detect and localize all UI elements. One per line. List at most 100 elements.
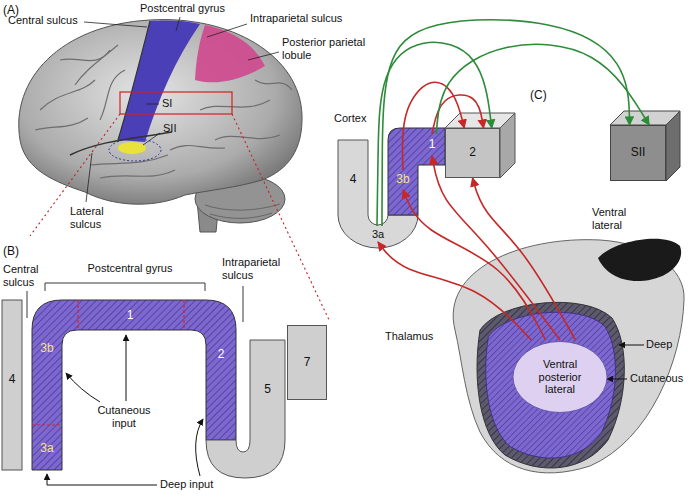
panel-letter: (B) — [3, 244, 19, 258]
annotation-label: SII — [163, 122, 176, 135]
nucleus-ellipse-outline — [513, 341, 607, 412]
cutaneous-region — [486, 312, 616, 458]
area-number: 3a — [372, 228, 384, 241]
section-box — [120, 92, 232, 114]
leader-line — [243, 286, 244, 322]
zoom-lines — [30, 114, 330, 322]
box-side-face — [500, 113, 515, 178]
panel-a-brain — [19, 17, 330, 322]
area-number: 4 — [350, 173, 357, 187]
leader-line — [207, 24, 247, 37]
zoom-line — [232, 114, 330, 322]
leader-line — [84, 22, 147, 27]
area-border — [77, 300, 78, 330]
lateral-sulcus-line — [70, 132, 172, 155]
layer-arrow — [619, 345, 644, 346]
input-arrow — [66, 373, 100, 402]
leader-line — [143, 133, 160, 145]
cortical-area: 2 — [445, 128, 500, 178]
layer-arrow — [607, 379, 627, 380]
brain-outline — [19, 20, 302, 205]
projection-arrow — [382, 20, 630, 226]
area-border — [32, 424, 62, 425]
annotation-label: Central sulcus — [8, 14, 78, 27]
annotation-label: Cutaneous input — [92, 404, 156, 430]
annotation-label: SI — [162, 97, 172, 110]
area-number: SII — [631, 146, 646, 160]
cortical-area: 3b — [390, 170, 416, 190]
leader-line — [248, 52, 279, 60]
postcentral-gyrus-region — [118, 20, 200, 142]
leader-line — [176, 17, 180, 31]
box-side-face — [666, 111, 680, 181]
ventral-lateral-nucleus — [598, 239, 681, 281]
area-number: Ventral posterior lateral — [527, 358, 593, 396]
cortical-area: 3a — [34, 440, 60, 458]
leader-line — [86, 153, 92, 202]
panel-c-thalamus — [453, 239, 684, 473]
leader-line — [27, 291, 28, 318]
cortex-3b-1 — [388, 128, 445, 215]
leader-lines — [84, 17, 279, 202]
annotation-label: Lateral sulcus — [70, 205, 120, 231]
area-number: 5 — [264, 383, 271, 397]
annotation-label: Deep — [646, 338, 672, 351]
annotation-label: Posterior parietal lobule — [282, 36, 366, 62]
annotation-label: Ventral lateral — [592, 206, 648, 232]
zoom-line — [30, 114, 120, 236]
annotation-label: Central sulcus — [3, 263, 51, 289]
panel-b-section — [2, 283, 285, 485]
posterior-parietal-region — [195, 25, 265, 82]
area-number: 1 — [429, 138, 436, 152]
area-number: 3b — [40, 342, 53, 356]
leader-line — [146, 104, 159, 105]
projection-arrow — [403, 190, 546, 340]
annotation-label: Cortex — [334, 112, 366, 125]
panel-letter: (C) — [530, 88, 547, 102]
annotation-label: Cutaneous — [630, 372, 683, 385]
thalamus-outline — [453, 240, 684, 473]
projection-arrow — [432, 156, 560, 340]
area-number: 7 — [304, 356, 311, 370]
annotation-label: Intraparietal sulcus — [222, 256, 300, 282]
area-number: 2 — [218, 348, 225, 362]
area-border — [183, 300, 184, 330]
annotation-label: Intraparietal sulcus — [250, 12, 342, 25]
annotation-label: Thalamus — [385, 330, 433, 343]
area-number: 3b — [396, 173, 409, 187]
cortical-area: 2 — [208, 345, 234, 365]
projection-arrow — [436, 44, 649, 134]
sii-outline — [109, 139, 161, 161]
area-5-band — [206, 340, 285, 478]
projection-arrow — [378, 242, 531, 340]
panel-c-cortex — [338, 111, 680, 248]
input-arrow — [196, 419, 203, 476]
cortical-area: 4 — [2, 370, 22, 390]
cortical-area: 3a — [368, 226, 388, 242]
area-number: 3a — [40, 442, 53, 456]
cortical-area: 4 — [340, 170, 366, 190]
postcentral-arch — [32, 300, 236, 470]
cortical-area: 3b — [34, 340, 60, 358]
annotation-label: Postcentral gyrus — [80, 262, 180, 275]
area-4-band — [2, 300, 22, 470]
input-arrow — [47, 474, 157, 485]
cortical-area: 7 — [287, 325, 327, 400]
cerebellum-folia — [205, 204, 280, 218]
cortical-area: 5 — [253, 380, 282, 400]
annotation-label: Deep input — [160, 478, 213, 491]
projection-arrow — [473, 178, 576, 340]
cortical-area: 1 — [120, 306, 140, 326]
area-number: 2 — [469, 146, 476, 160]
sii-region — [118, 142, 146, 154]
cortical-area: 1 — [421, 134, 443, 156]
area-number: 4 — [9, 373, 16, 387]
input-arrow — [126, 335, 127, 401]
input-arrows — [47, 335, 203, 485]
annotation-label: Postcentral gyrus — [140, 2, 225, 15]
thalamic-nucleus: Ventral posterior lateral — [512, 340, 608, 414]
area-number: 1 — [127, 309, 134, 323]
